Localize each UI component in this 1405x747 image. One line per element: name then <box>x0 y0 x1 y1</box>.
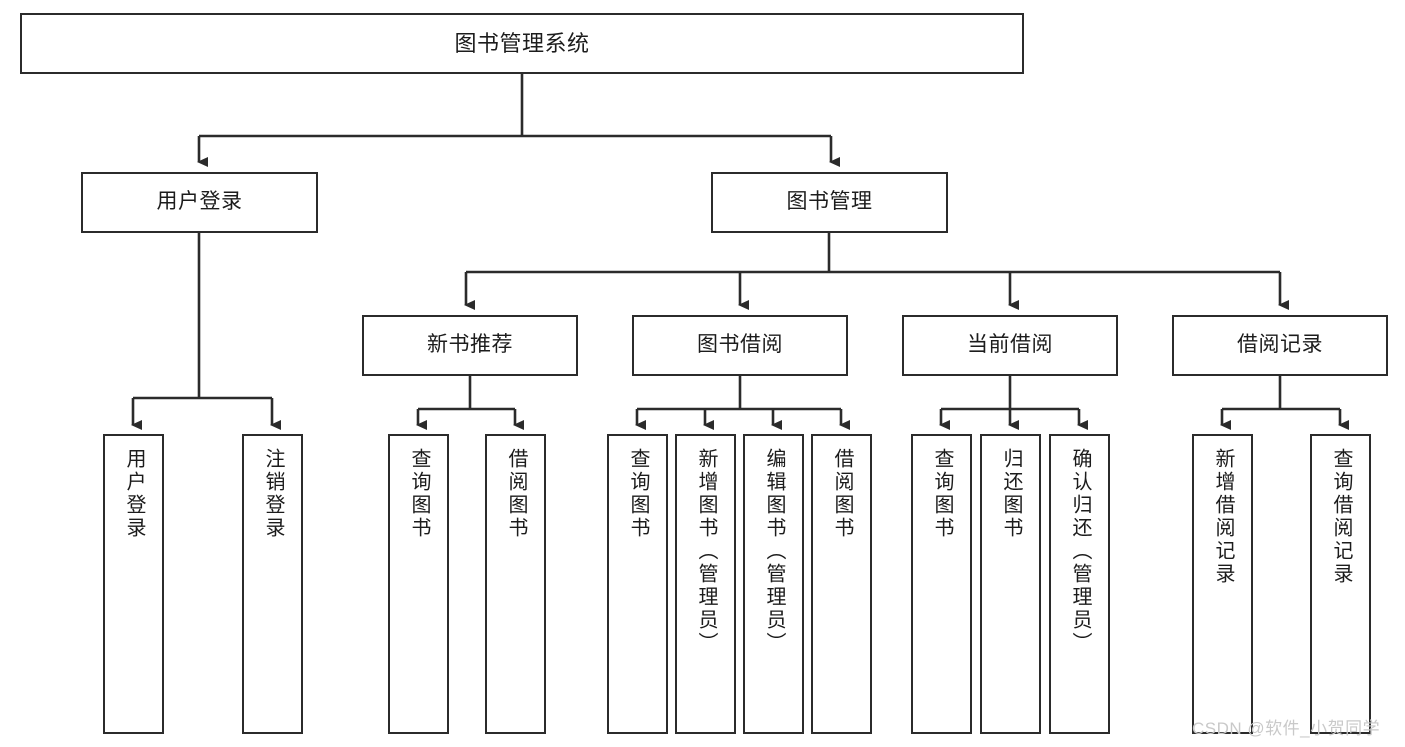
node-label: 注销登录 <box>262 448 284 540</box>
node-label: 借阅图书 <box>831 448 853 540</box>
leaf-borrow-book-recommend[interactable]: 借阅图书 <box>485 434 546 734</box>
node-label: 查询借阅记录 <box>1330 448 1352 586</box>
node-label: 新增图书（管理员） <box>695 448 717 655</box>
leaf-query-book-borrow[interactable]: 查询图书 <box>607 434 668 734</box>
leaf-user-login[interactable]: 用户登录 <box>103 434 164 734</box>
node-label: 新书推荐 <box>427 333 513 357</box>
node-label: 图书借阅 <box>697 333 783 357</box>
node-book-borrow[interactable]: 图书借阅 <box>632 315 848 376</box>
node-label: 用户登录 <box>156 190 243 214</box>
node-label: 借阅记录 <box>1237 333 1323 357</box>
node-label: 图书管理 <box>786 190 873 214</box>
node-label: 用户登录 <box>123 448 145 540</box>
node-borrow-record[interactable]: 借阅记录 <box>1172 315 1388 376</box>
node-label: 归还图书 <box>1000 448 1022 540</box>
node-label: 当前借阅 <box>967 333 1053 357</box>
leaf-edit-book[interactable]: 编辑图书（管理员） <box>743 434 804 734</box>
node-label: 借阅图书 <box>505 448 527 540</box>
node-label: 查询图书 <box>627 448 649 540</box>
node-user-login[interactable]: 用户登录 <box>81 172 318 233</box>
leaf-user-logout[interactable]: 注销登录 <box>242 434 303 734</box>
node-label: 查询图书 <box>408 448 430 540</box>
node-label: 查询图书 <box>931 448 953 540</box>
leaf-query-book-recommend[interactable]: 查询图书 <box>388 434 449 734</box>
leaf-query-borrow-record[interactable]: 查询借阅记录 <box>1310 434 1371 734</box>
node-label: 新增借阅记录 <box>1212 448 1234 586</box>
leaf-return-book[interactable]: 归还图书 <box>980 434 1041 734</box>
watermark-text: CSDN @软件_小贺同学 <box>1192 719 1381 738</box>
leaf-borrow-book[interactable]: 借阅图书 <box>811 434 872 734</box>
node-label: 确认归还（管理员） <box>1069 448 1091 655</box>
node-new-book-recommend[interactable]: 新书推荐 <box>362 315 578 376</box>
leaf-add-borrow-record[interactable]: 新增借阅记录 <box>1192 434 1253 734</box>
node-book-manage[interactable]: 图书管理 <box>711 172 948 233</box>
node-root-system[interactable]: 图书管理系统 <box>20 13 1024 74</box>
leaf-confirm-return[interactable]: 确认归还（管理员） <box>1049 434 1110 734</box>
node-label: 编辑图书（管理员） <box>763 448 785 655</box>
leaf-query-book-current[interactable]: 查询图书 <box>911 434 972 734</box>
leaf-add-book[interactable]: 新增图书（管理员） <box>675 434 736 734</box>
node-current-borrow[interactable]: 当前借阅 <box>902 315 1118 376</box>
node-label: 图书管理系统 <box>454 30 590 56</box>
